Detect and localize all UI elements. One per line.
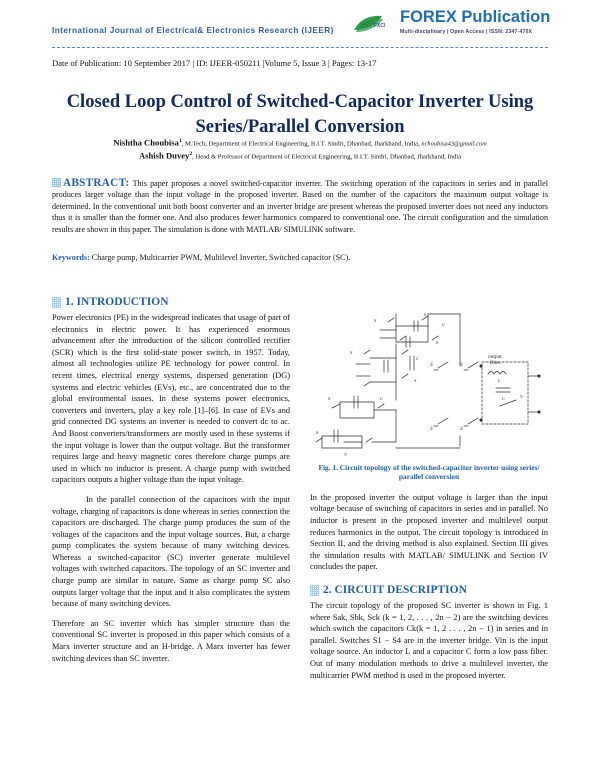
abstract-body: ABSTRACT: This paper proposes a novel sw… [52, 177, 548, 235]
publisher-subtitle: Multi-disciplinary | Open Access | ISSN:… [400, 29, 533, 35]
figure-label-c: C [502, 396, 506, 401]
paragraph: The circuit topology of the proposed SC … [310, 600, 548, 680]
body-columns: 1. INTRODUCTION Power electronics (PE) i… [52, 296, 548, 716]
figure-label-s3: S [460, 362, 463, 368]
author-name: Ashish Duvey [138, 150, 190, 161]
paragraph: Therefore an SC inverter which has simpl… [52, 618, 290, 663]
figure-label-output-filter-2: filter [490, 359, 501, 366]
author-name: Nishtha Choubisa [113, 137, 179, 148]
figure-label-scn: S [424, 312, 427, 317]
author-entry: Ashish Duvey2, Head & Professor of Depar… [52, 149, 548, 162]
circuit-topology-diagram: S S C S S C S S C S V S S S S [315, 312, 541, 457]
author-affiliation-marker: 1 [178, 138, 182, 144]
figure-label-c1: C [380, 396, 384, 401]
figure-label-sa: S [350, 350, 353, 355]
section-heading-circuit-description: 2. CIRCUIT DESCRIPTION [310, 584, 548, 596]
paragraph: In the proposed inverter the output volt… [310, 492, 548, 572]
paper-title: Closed Loop Control of Switched-Capacito… [66, 92, 534, 138]
section-marker-icon [52, 178, 61, 187]
abstract-label: ABSTRACT: [63, 177, 130, 189]
figure-1-caption: Fig. 1. Circuit topology of the switched… [318, 463, 540, 482]
figure-label-s1: S [430, 362, 433, 368]
svg-text:FXCI: FXCI [374, 23, 386, 29]
figure-label-san: S [374, 318, 377, 323]
author-affiliation: , M.Tech, Department of Electrical Engin… [181, 140, 422, 148]
publisher-title: FOREX Publication [400, 8, 551, 26]
paragraph: In the parallel connection of the capaci… [52, 494, 290, 609]
abstract-section: ABSTRACT: This paper proposes a novel sw… [52, 177, 548, 235]
journal-name: International Journal of Electrical& Ele… [52, 26, 334, 35]
figure-label-sa1: S [328, 396, 331, 401]
figure-label-cn: C [442, 322, 446, 327]
keywords-section: Keywords: Charge pump, Multicarrier PWM,… [52, 252, 548, 263]
author-affiliation-marker: 2 [189, 151, 193, 158]
masthead: International Journal of Electrical& Ele… [0, 0, 600, 52]
figure-label-s2: S [430, 426, 433, 432]
section-heading-introduction: 1. INTRODUCTION [52, 296, 290, 308]
publication-info-line: Date of Publication: 10 September 2017 |… [52, 58, 377, 68]
author-entry: Nishtha Choubisa1, M.Tech, Department of… [52, 136, 548, 149]
abstract-text: This paper proposes a novel switched-cap… [52, 179, 548, 234]
figure-label-sb: S [414, 378, 417, 383]
figure-label-vout: V [520, 394, 524, 399]
paragraph: Power electronics (PE) in the widespread… [52, 313, 290, 485]
figure-label-output-filter-1: output [488, 354, 502, 360]
author-email[interactable]: nchoubisa43@gmail.com [421, 140, 487, 148]
figure-label-sbn: S [436, 340, 439, 345]
column-left: 1. INTRODUCTION Power electronics (PE) i… [52, 296, 290, 664]
author-affiliation: , Head & Professor of Department of Elec… [192, 153, 462, 161]
keywords-label: Keywords: [52, 253, 90, 262]
figure-label-l: L [497, 378, 501, 383]
figure-label-c2: C [416, 356, 420, 361]
column-right: S S C S S C S S C S V S S S S [310, 296, 548, 681]
author-block: Nishtha Choubisa1, M.Tech, Department of… [52, 136, 548, 163]
figure-label-vin-sw: S [316, 430, 319, 435]
figure-label-vin: V [344, 452, 348, 457]
figure-label-s4: S [460, 426, 463, 432]
forex-leaf-logo-icon: FXCI [354, 15, 386, 32]
figure-1: S S C S S C S S C S V S S S S [310, 296, 548, 461]
keywords-text: Charge pump, Multicarrier PWM, Multileve… [91, 253, 351, 262]
header-divider [52, 47, 548, 48]
